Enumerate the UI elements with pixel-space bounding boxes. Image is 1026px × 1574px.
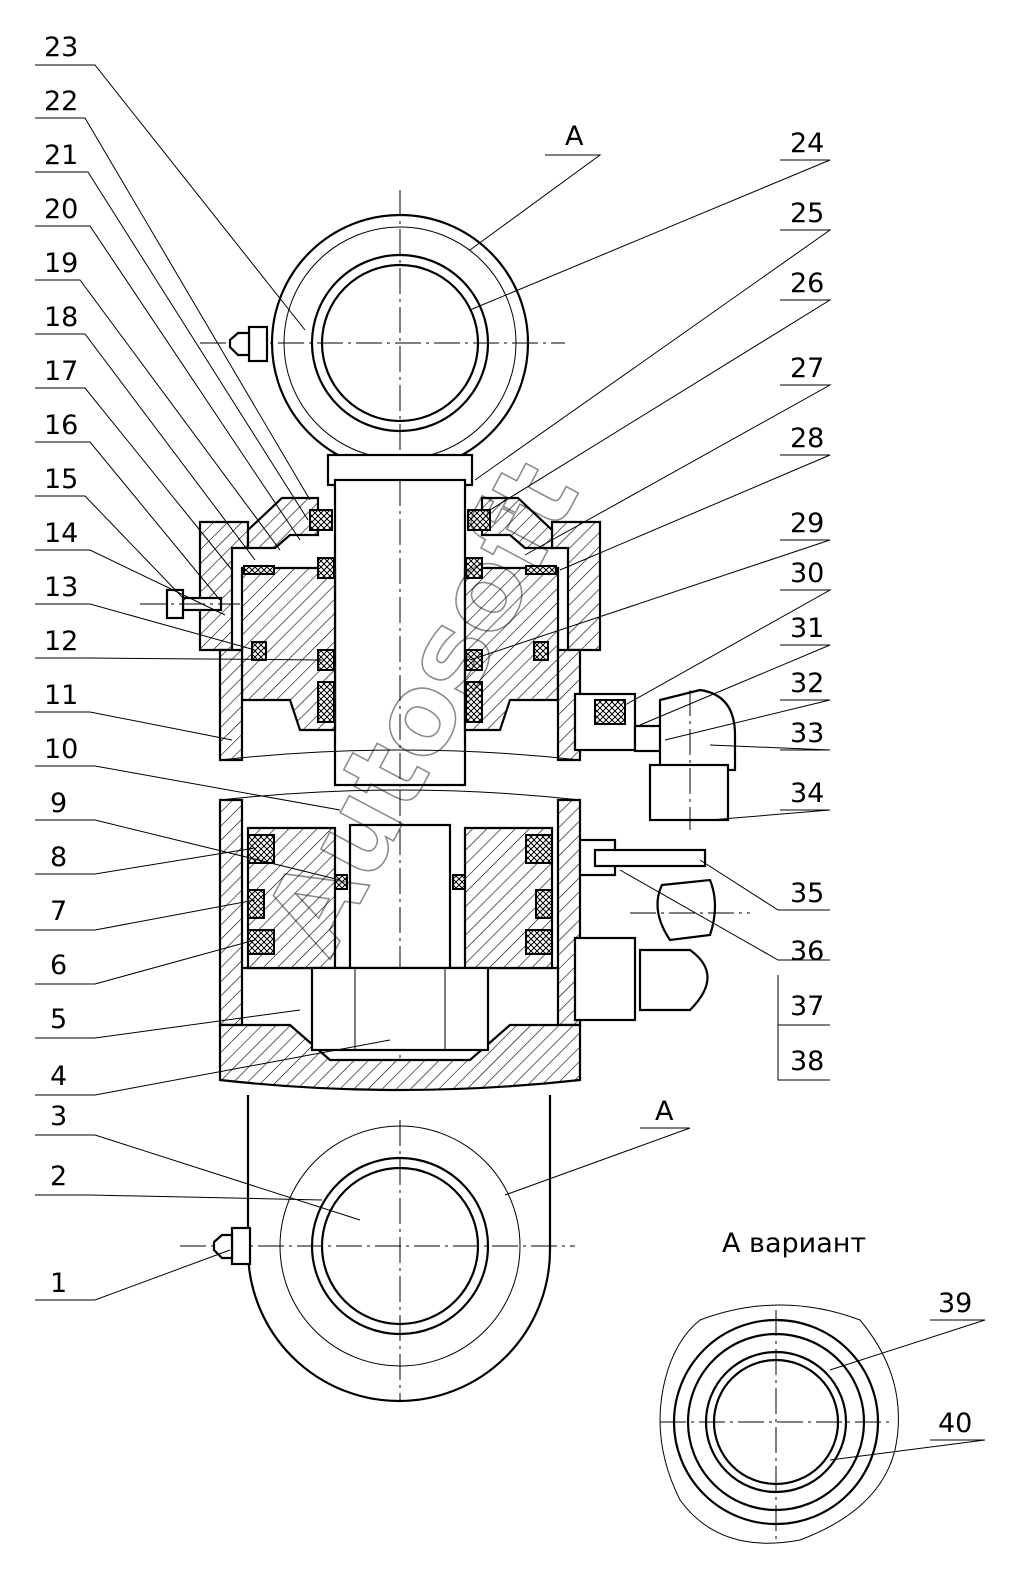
callout-8: 8 (50, 842, 67, 873)
callout-27: 27 (790, 353, 824, 384)
callout-9: 9 (50, 788, 67, 819)
upper-port-fitting (573, 688, 737, 830)
callout-38: 38 (790, 1046, 824, 1077)
cylinder-head (198, 496, 602, 732)
barrel-upper (218, 648, 582, 762)
callout-15: 15 (44, 464, 78, 495)
callout-5: 5 (50, 1004, 67, 1035)
variant-title: А вариант (722, 1228, 866, 1259)
callout-7: 7 (50, 896, 67, 927)
callout-14: 14 (44, 518, 78, 549)
grease-fitting-bottom (212, 1226, 252, 1266)
variant-detail (659, 1304, 899, 1544)
cylinder-bottom (218, 966, 582, 1092)
callout-21: 21 (44, 140, 78, 171)
callout-29: 29 (790, 508, 824, 539)
callout-33: 33 (790, 718, 824, 749)
leader-lines (35, 64, 986, 1461)
callout-40: 40 (938, 1408, 972, 1439)
lower-port-fitting (573, 838, 750, 1022)
callout-11: 11 (44, 680, 78, 711)
callout-16: 16 (44, 410, 78, 441)
section-mark-bottom: A (655, 1096, 674, 1127)
callout-3: 3 (50, 1101, 67, 1132)
callout-4: 4 (50, 1061, 67, 1092)
bottom-eye (180, 1095, 575, 1403)
grease-fitting-top (228, 325, 269, 363)
callout-17: 17 (44, 356, 78, 387)
callout-6: 6 (50, 950, 67, 981)
callout-24: 24 (790, 128, 824, 159)
callout-1: 1 (50, 1268, 67, 1299)
callout-26: 26 (790, 268, 824, 299)
callout-31: 31 (790, 613, 824, 644)
callout-13: 13 (44, 572, 78, 603)
callout-34: 34 (790, 778, 824, 809)
callout-20: 20 (44, 194, 78, 225)
callout-12: 12 (44, 626, 78, 657)
callout-10: 10 (44, 734, 78, 765)
callout-25: 25 (790, 198, 824, 229)
callout-2: 2 (50, 1161, 67, 1192)
callout-36: 36 (790, 936, 824, 967)
callout-23: 23 (44, 32, 78, 63)
callout-30: 30 (790, 558, 824, 589)
callout-labels: 23 22 21 20 19 18 17 16 15 14 13 12 11 1… (44, 32, 972, 1439)
callout-28: 28 (790, 423, 824, 454)
callout-37: 37 (790, 991, 824, 1022)
section-mark-top: A (565, 121, 584, 152)
callout-32: 32 (790, 668, 824, 699)
callout-18: 18 (44, 302, 78, 333)
callout-35: 35 (790, 878, 824, 909)
callout-22: 22 (44, 86, 78, 117)
callout-39: 39 (938, 1288, 972, 1319)
callout-19: 19 (44, 248, 78, 279)
